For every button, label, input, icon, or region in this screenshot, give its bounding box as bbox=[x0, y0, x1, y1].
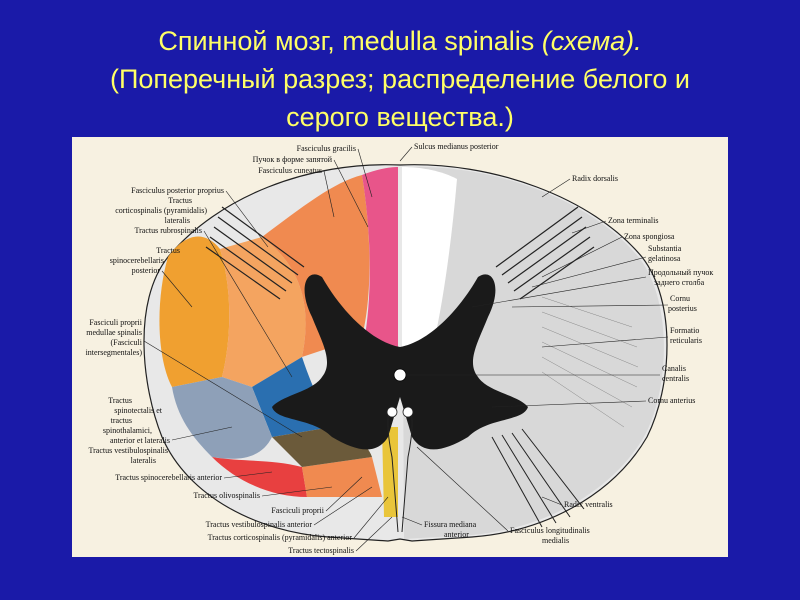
central-canal bbox=[394, 369, 406, 381]
label-sulcus-medianus: Sulcus medianus posterior bbox=[414, 142, 499, 151]
label-comma-bundle: Пучок в форме запятой bbox=[253, 155, 333, 164]
label-posterior-column: заднего столба bbox=[654, 278, 705, 287]
label-spinocerebellaris: spinocerebellaris bbox=[110, 256, 164, 265]
label-posterius: posterius bbox=[668, 304, 697, 313]
label-fasciculus-longitudinalis: Fasciculus longitudinalis bbox=[510, 526, 590, 535]
label-fasciculi-proprii-1: Fasciculi proprii bbox=[89, 318, 142, 327]
label-gelatinosa: gelatinosa bbox=[648, 254, 681, 263]
slide-title: Спинной мозг, medulla spinalis (схема). … bbox=[0, 22, 800, 136]
label-longitudinal-bundle: Продольный пучок bbox=[648, 268, 713, 277]
label-vestibulospinalis-1: Tractus vestibulospinalis bbox=[89, 446, 168, 455]
fissure-bulb-right bbox=[403, 407, 413, 417]
title-line-1: Спинной мозг, medulla spinalis (схема). bbox=[0, 22, 800, 60]
label-cornu-anterius: Cornu anterius bbox=[648, 396, 695, 405]
label-fissura-mediana: Fissura mediana bbox=[424, 520, 477, 529]
label-spinocerebellaris-anterior: Tractus spinocerebellaris anterior bbox=[115, 473, 222, 482]
label-olivospinalis: Tractus olivospinalis bbox=[193, 491, 260, 500]
label-lateralis-2: lateralis bbox=[131, 456, 156, 465]
title-line-1-prefix: Спинной мозг, medulla spinalis bbox=[158, 26, 534, 56]
label-fasciculus-gracilis: Fasciculus gracilis bbox=[297, 144, 356, 153]
label-fasciculi-paren: (Fasciculi bbox=[110, 338, 142, 347]
label-centralis: centralis bbox=[662, 374, 689, 383]
label-reticularis: reticularis bbox=[670, 336, 702, 345]
label-cornu: Cornu bbox=[670, 294, 690, 303]
label-anterior: anterior bbox=[444, 530, 469, 539]
label-spinotectalis: spinotectalis et bbox=[114, 406, 163, 415]
label-corticospinalis: corticospinalis (pyramidalis) bbox=[115, 206, 207, 215]
title-line-3: серого вещества.) bbox=[0, 98, 800, 136]
label-canalis: Canalis bbox=[662, 364, 686, 373]
label-tectospinalis: Tractus tectospinalis bbox=[288, 546, 354, 555]
label-fasciculus-cuneatus: Fasciculus cuneatus bbox=[258, 166, 322, 175]
label-zona-spongiosa: Zona spongiosa bbox=[624, 232, 675, 241]
label-substantia: Substantia bbox=[648, 244, 682, 253]
label-tractus-2: Tractus bbox=[156, 246, 180, 255]
label-lateralis-1: lateralis bbox=[165, 216, 190, 225]
label-radix-dorsalis: Radix dorsalis bbox=[572, 174, 618, 183]
title-line-1-italic: (схема). bbox=[542, 26, 642, 56]
label-radix-ventralis: Radix ventralis bbox=[564, 500, 613, 509]
label-tractus-1: Tractus bbox=[168, 196, 192, 205]
label-fasciculus-posterior-proprius: Fasciculus posterior proprius bbox=[131, 186, 224, 195]
label-intersegmentales: intersegmentales) bbox=[86, 348, 143, 357]
spinal-cord-diagram: Fasciculus gracilis Пучок в форме запято… bbox=[72, 137, 728, 557]
label-posterior: posterior bbox=[132, 266, 161, 275]
title-line-2: (Поперечный разрез; распределение белого… bbox=[0, 60, 800, 98]
label-formatio: Formatio bbox=[670, 326, 699, 335]
label-zona-terminalis: Zona terminalis bbox=[608, 216, 658, 225]
label-tractus-3: Tractus bbox=[108, 396, 132, 405]
label-medialis: medialis bbox=[542, 536, 569, 545]
fissure-bulb-left bbox=[387, 407, 397, 417]
label-corticospinalis-anterior: Tractus corticospinalis (pyramidalis) an… bbox=[208, 533, 353, 542]
label-rubrospinalis: Tractus rubrospinalis bbox=[135, 226, 202, 235]
diagram-svg: Fasciculus gracilis Пучок в форме запято… bbox=[72, 137, 728, 557]
label-tractus-4: tractus bbox=[111, 416, 132, 425]
label-vestibulospinalis-anterior: Tractus vestibulospinalis anterior bbox=[206, 520, 313, 529]
label-anterior-lateralis: anterior et lateralis bbox=[110, 436, 170, 445]
label-fasciculi-proprii-2: Fasciculi proprii bbox=[271, 506, 324, 515]
label-medullae-spinalis: medullae spinalis bbox=[86, 328, 142, 337]
label-spinothalamici: spinothalamici, bbox=[103, 426, 152, 435]
tract-dorsal-spinocerebellar bbox=[159, 237, 229, 387]
